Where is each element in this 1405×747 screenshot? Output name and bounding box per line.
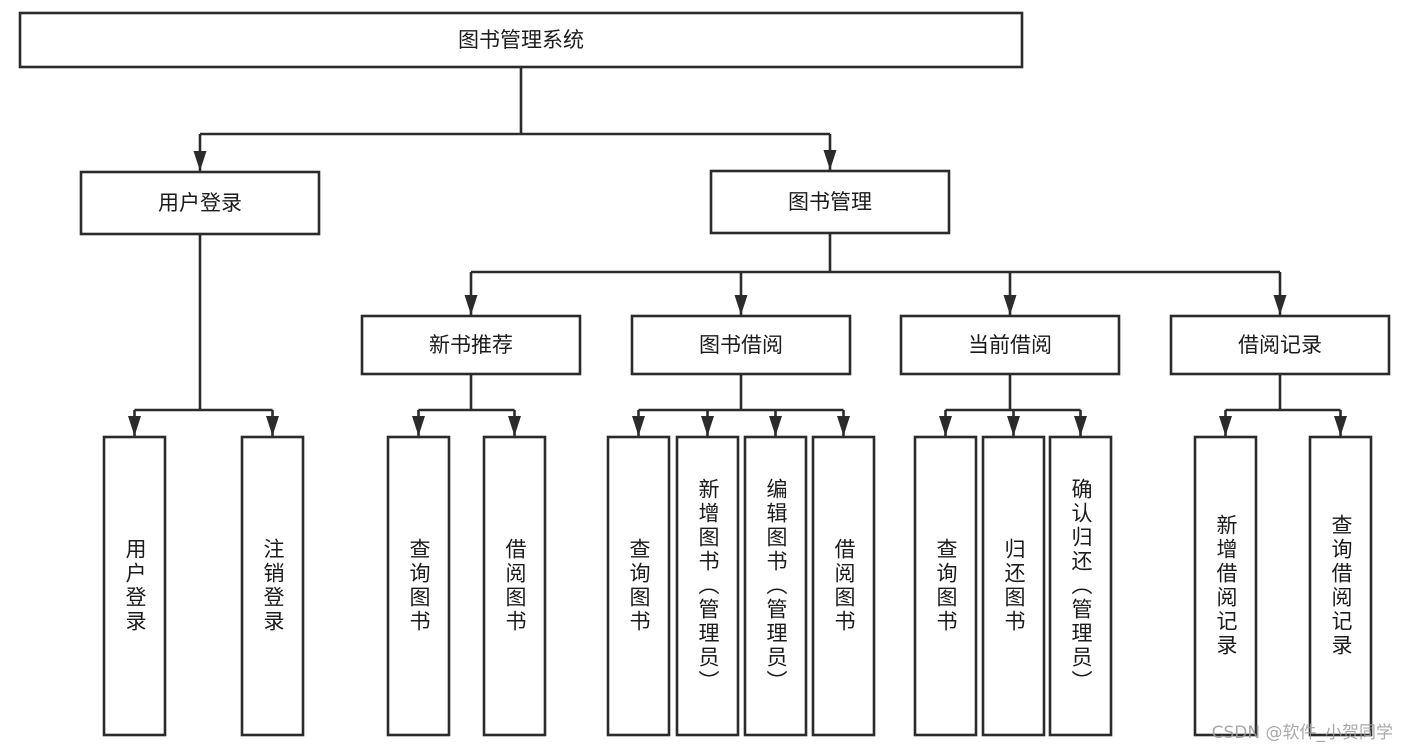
- arrow-head-leaf-user-logout: [266, 416, 279, 436]
- node-borrow-record[interactable]: [1169, 314, 1391, 376]
- node-root-label: 图书管理系统: [458, 28, 584, 52]
- node-book-borrow[interactable]: [630, 314, 852, 376]
- node-current-borrow-label: 当前借阅: [968, 333, 1052, 357]
- arrow-head-leaf-add-book: [701, 416, 714, 436]
- node-root[interactable]: [18, 11, 1024, 69]
- arrow-head-leaf-edit-book: [769, 416, 782, 436]
- arrow-head-leaf-query-book-2: [632, 416, 645, 436]
- node-leaf-user-logout[interactable]: [240, 435, 305, 737]
- node-leaf-query-book-3[interactable]: [913, 435, 978, 737]
- arrow-head-user-login: [193, 151, 207, 171]
- node-book-borrow-label: 图书借阅: [699, 333, 783, 357]
- node-new-book-rec-label: 新书推荐: [429, 333, 513, 357]
- arrow-head-current-borrow: [1003, 295, 1017, 315]
- node-leaf-return-book[interactable]: [981, 435, 1046, 737]
- node-user-login[interactable]: [79, 170, 321, 236]
- node-leaf-query-book-1[interactable]: [386, 435, 451, 737]
- node-leaf-confirm-return[interactable]: [1048, 435, 1113, 737]
- node-current-borrow[interactable]: [899, 314, 1121, 376]
- arrow-head-leaf-confirm-return: [1074, 416, 1087, 436]
- arrow-head-leaf-query-book-1: [412, 416, 425, 436]
- node-leaf-borrow-book-1[interactable]: [482, 435, 547, 737]
- node-leaf-edit-book[interactable]: [743, 435, 808, 737]
- arrow-head-leaf-borrow-book-1: [508, 416, 521, 436]
- node-leaf-query-record[interactable]: [1308, 435, 1373, 737]
- connector-layer: [128, 67, 1347, 436]
- arrow-head-leaf-borrow-book-2: [837, 416, 850, 436]
- node-borrow-record-label: 借阅记录: [1238, 333, 1322, 357]
- watermark-text: CSDN @软件_小贺同学: [1211, 723, 1393, 743]
- arrow-head-new-book-rec: [464, 295, 478, 315]
- node-leaf-borrow-book-2[interactable]: [811, 435, 876, 737]
- arrow-head-leaf-query-record: [1334, 416, 1347, 436]
- arrow-head-leaf-query-book-3: [939, 416, 952, 436]
- node-user-login-label: 用户登录: [158, 191, 242, 215]
- node-leaf-query-book-2[interactable]: [606, 435, 671, 737]
- arrow-head-book-borrow: [734, 295, 748, 315]
- node-new-book-rec[interactable]: [360, 314, 582, 376]
- node-book-manage[interactable]: [709, 169, 951, 235]
- arrow-head-leaf-return-book: [1007, 416, 1020, 436]
- arrow-head-leaf-user-login: [128, 416, 141, 436]
- node-book-manage-label: 图书管理: [788, 190, 872, 214]
- node-leaf-user-login[interactable]: [102, 435, 167, 737]
- node-leaf-add-record[interactable]: [1193, 435, 1258, 737]
- node-leaf-add-book[interactable]: [675, 435, 740, 737]
- arrow-head-borrow-record: [1273, 295, 1287, 315]
- arrow-head-book-manage: [823, 150, 837, 170]
- arrow-head-leaf-add-record: [1219, 416, 1232, 436]
